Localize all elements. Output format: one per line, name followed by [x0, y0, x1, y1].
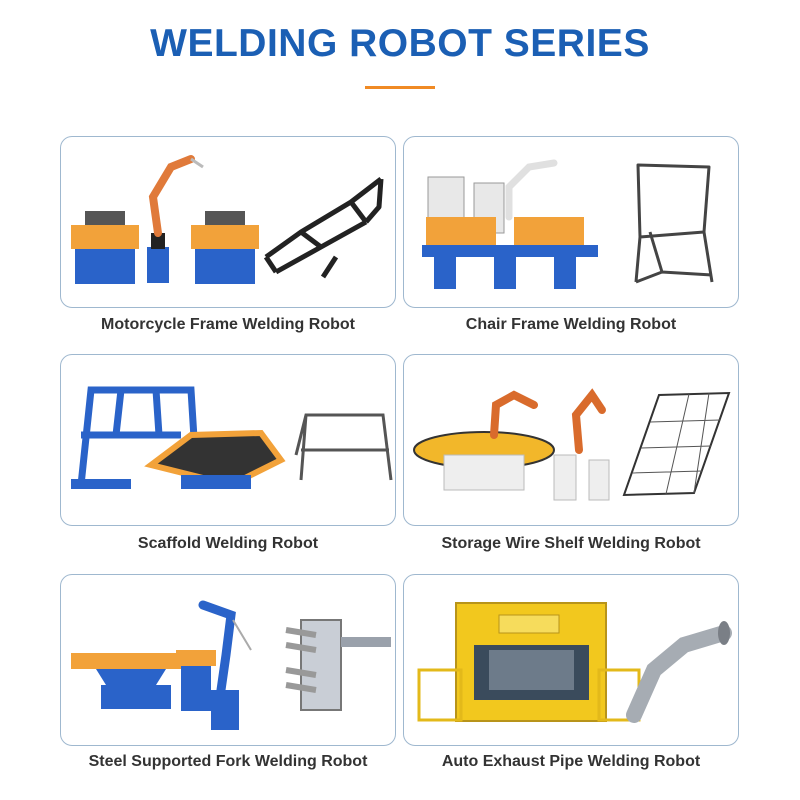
scaffold-robot-image	[71, 386, 393, 489]
product-card-scaffold[interactable]	[60, 354, 396, 526]
product-label-steel-supported-fork: Steel Supported Fork Welding Robot	[88, 753, 368, 770]
auto-exhaust-pipe-robot-image	[417, 602, 732, 723]
product-label-auto-exhaust-pipe: Auto Exhaust Pipe Welding Robot	[441, 753, 701, 770]
title-underline	[365, 86, 435, 89]
chair-frame-robot-image	[422, 159, 714, 289]
product-card-motorcycle-frame[interactable]	[60, 136, 396, 308]
product-label-motorcycle-frame: Motorcycle Frame Welding Robot	[101, 316, 355, 333]
steel-supported-fork-robot-image	[71, 600, 391, 730]
product-card-chair-frame[interactable]	[403, 136, 739, 308]
product-card-steel-supported-fork[interactable]	[60, 574, 396, 746]
product-label-storage-wire-shelf: Storage Wire Shelf Welding Robot	[441, 535, 701, 552]
storage-wire-shelf-robot-image	[413, 388, 731, 501]
product-card-auto-exhaust-pipe[interactable]	[403, 574, 739, 746]
page-title: WELDING ROBOT SERIES	[150, 22, 650, 65]
product-card-storage-wire-shelf[interactable]	[403, 354, 739, 526]
product-label-scaffold: Scaffold Welding Robot	[137, 535, 319, 552]
motorcycle-frame-robot-image	[71, 155, 384, 284]
product-label-chair-frame: Chair Frame Welding Robot	[465, 316, 677, 333]
